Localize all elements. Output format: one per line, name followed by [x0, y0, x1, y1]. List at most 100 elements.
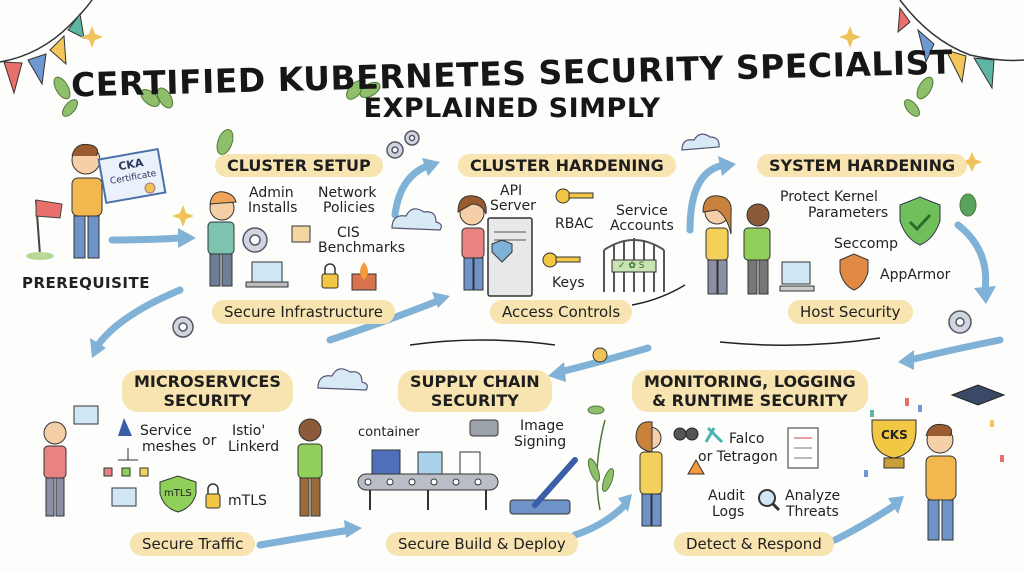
cluster-hardening-item: API: [500, 183, 523, 199]
supply-chain-item: container: [358, 425, 420, 440]
system-hardening-item: AppArmor: [880, 267, 951, 283]
cluster-hardening-illustration: [457, 188, 665, 297]
monitoring-item: Threats: [786, 504, 839, 520]
microservices-item: or: [202, 433, 217, 449]
microservices-heading: MICROSERVICES SECURITY: [122, 370, 293, 412]
connector-lines: [409, 284, 881, 346]
cluster-setup-item: Benchmarks: [318, 240, 406, 256]
monitor-icon: [73, 405, 99, 425]
shield-check-icon: [899, 196, 941, 246]
certificate-icon: [97, 147, 167, 205]
supply-chain-item: Image: [520, 418, 564, 434]
graduation-cap-icon: [950, 384, 1006, 406]
key-icon: [542, 188, 594, 268]
apparmor-shield-icon: [839, 253, 869, 291]
lock-icon: [321, 263, 339, 289]
cluster-hardening-item: Service: [616, 203, 668, 219]
arrow-to-monitoring: [906, 336, 1004, 364]
firewall-icon: [351, 262, 377, 291]
mtls-shield-icon: [159, 475, 197, 513]
pen-icon: [532, 457, 578, 508]
system-hardening-item: Seccomp: [834, 236, 898, 252]
scanner-icon: [469, 419, 499, 437]
monitoring-item: Analyze: [785, 488, 841, 504]
container-icon: [371, 449, 401, 475]
monitoring-illustration: [635, 421, 819, 527]
cluster-setup-item: Installs: [248, 200, 298, 216]
server-icon: [487, 217, 533, 297]
warning-icon: [687, 458, 705, 475]
microservices-summary: Secure Traffic: [130, 532, 256, 556]
supply-chain-heading-line2: SECURITY: [430, 391, 519, 410]
page-subtitle: EXPLAINED SIMPLY: [363, 93, 661, 124]
arrow-system-down: [954, 221, 990, 294]
system-hardening-item: Protect Kernel: [780, 189, 878, 205]
cluster-setup-heading: CLUSTER SETUP: [215, 154, 383, 177]
laurel-icon: [53, 76, 977, 217]
cluster-hardening-heading: CLUSTER HARDENING: [458, 154, 676, 177]
system-hardening-summary: Host Security: [788, 300, 913, 324]
checklist-icon: [787, 427, 819, 469]
microservices-heading-line1: MICROSERVICES: [134, 372, 281, 391]
arrow-monitoring-to-finish: [831, 501, 899, 544]
cluster-setup-item: Network: [318, 185, 377, 201]
supply-chain-summary: Secure Build & Deploy: [386, 532, 578, 556]
prerequisite-label: PREREQUISITE: [22, 274, 150, 292]
microservices-heading-line2: SECURITY: [163, 391, 252, 410]
arrow-setup-to-hardening: [391, 161, 434, 219]
gear-icon: [172, 130, 972, 338]
supply-chain-heading-line1: SUPPLY CHAIN: [410, 372, 540, 391]
arrow-hardening-to-system: [686, 161, 729, 234]
prerequisite-illustration: [26, 143, 167, 260]
sparkle-icon: [81, 26, 982, 227]
laptop-icon: [245, 261, 289, 288]
microservices-item: Istio': [232, 423, 266, 439]
microservices-item: Linkerd: [228, 439, 280, 455]
cloud-icon: [317, 133, 720, 391]
falco-icon: [704, 426, 724, 444]
shield-icon: [491, 239, 513, 263]
cluster-setup-item: Policies: [323, 200, 375, 216]
cluster-setup-illustration: [207, 191, 377, 291]
cluster-hardening-item: RBAC: [555, 216, 594, 232]
policy-icon: [291, 225, 311, 243]
cluster-hardening-item: Keys: [552, 275, 585, 291]
monitoring-item: Audit: [708, 488, 745, 504]
lock-icon: [205, 483, 221, 509]
monitoring-summary: Detect & Respond: [674, 532, 834, 556]
arrow-supply-to-monitoring: [571, 501, 629, 539]
supply-chain-illustration: [357, 419, 578, 515]
flag-icon: [35, 199, 63, 219]
alert-bulb-icon: [592, 347, 608, 363]
cluster-setup-item: Admin: [249, 185, 294, 201]
arrow-to-microservices: [94, 286, 184, 349]
microservices-illustration: [43, 405, 323, 517]
arrow-prereq-to-setup: [108, 234, 184, 244]
finish-illustration: [864, 384, 1006, 541]
cluster-hardening-summary: Access Controls: [490, 300, 633, 324]
magnifier-icon: [758, 489, 781, 512]
monitoring-item: or Tetragon: [698, 449, 778, 465]
system-hardening-item: Parameters: [808, 205, 889, 221]
microservices-item: Service: [140, 423, 192, 439]
monitoring-heading-line2: & RUNTIME SECURITY: [652, 391, 848, 410]
binoculars-icon: [673, 427, 699, 441]
bunting-right-icon: [897, 0, 1024, 90]
monitor-icon: [111, 487, 137, 507]
confetti-icon: [864, 398, 1004, 477]
cluster-setup-summary: Secure Infrastructure: [212, 300, 395, 324]
cluster-hardening-item: Server: [490, 198, 536, 214]
microservices-item: meshes: [142, 439, 197, 455]
monitoring-heading-line1: MONITORING, LOGGING: [644, 372, 856, 391]
plant-icon: [587, 405, 615, 511]
monitor-icon: [779, 261, 815, 292]
monitoring-item: Falco: [729, 431, 765, 447]
microservices-item: mTLS: [228, 493, 267, 509]
cluster-hardening-item: Accounts: [610, 218, 674, 234]
cluster-setup-item: CIS: [337, 225, 360, 241]
trophy-label: CKS: [881, 428, 908, 442]
system-hardening-illustration: [702, 195, 941, 295]
network-tree-icon: [103, 448, 149, 477]
image-icon: [459, 451, 481, 475]
